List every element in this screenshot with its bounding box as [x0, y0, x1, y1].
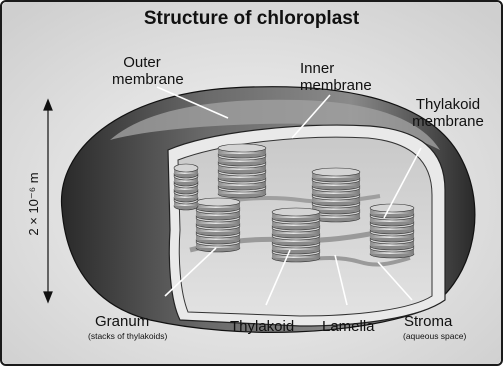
label-thylakoid-membrane: Thylakoid membrane — [402, 96, 494, 130]
label-lamella: Lamella — [322, 318, 375, 335]
granum-stack — [196, 198, 240, 252]
thylakoid-disc-top — [370, 204, 414, 212]
scale-label: 2 × 10⁻⁶ m — [26, 164, 42, 244]
label-inner-membrane: Inner membrane — [300, 60, 390, 94]
label-thylakoid-membrane-line1: Thylakoid — [402, 96, 494, 113]
label-stroma: Stroma — [404, 313, 452, 330]
label-inner-membrane-line1: Inner — [300, 60, 390, 77]
label-granum-note: (stacks of thylakoids) — [88, 331, 167, 341]
thylakoid-disc-top — [272, 208, 320, 216]
granum-stack — [272, 208, 320, 262]
thylakoid-disc-top — [312, 168, 360, 176]
granum-stack — [218, 144, 266, 198]
thylakoid-disc-top — [218, 144, 266, 152]
label-outer-membrane: Outer membrane — [112, 54, 172, 88]
label-thylakoid-membrane-line2: membrane — [402, 113, 494, 130]
diagram-title: Structure of chloroplast — [0, 8, 503, 30]
label-outer-membrane-line2: membrane — [112, 71, 172, 88]
thylakoid-disc-top — [196, 198, 240, 206]
label-inner-membrane-line2: membrane — [300, 77, 390, 94]
label-thylakoid: Thylakoid — [230, 318, 294, 335]
label-stroma-note: (aqueous space) — [403, 331, 466, 341]
label-outer-membrane-line1: Outer — [112, 54, 172, 71]
label-granum: Granum — [95, 313, 149, 330]
granum-stack — [370, 204, 414, 258]
granum-stack — [174, 164, 198, 210]
thylakoid-disc-top — [174, 164, 198, 172]
